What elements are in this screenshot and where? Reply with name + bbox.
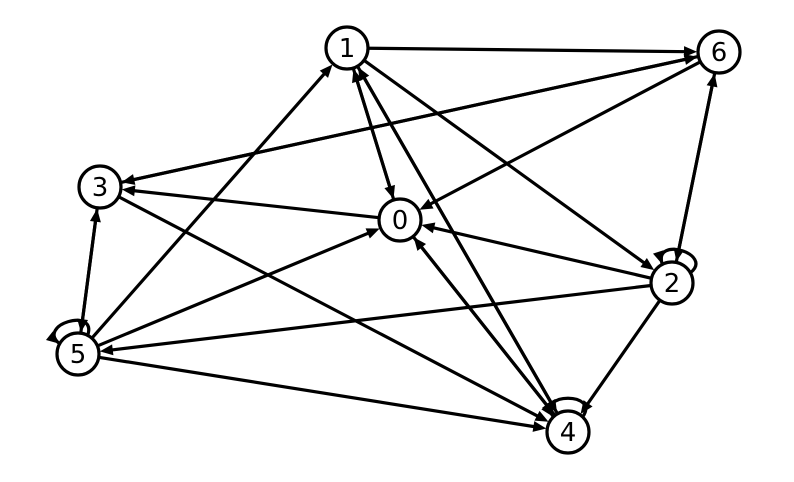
- edge-6-0: [419, 60, 703, 210]
- arrowhead-2-5: [99, 344, 114, 356]
- node-label-3: 3: [92, 173, 109, 203]
- edge-line-3-4: [117, 195, 543, 420]
- node-circle-1: [324, 25, 370, 71]
- edge-line-3-6: [118, 57, 691, 185]
- edge-line-0-3: [129, 188, 381, 220]
- edge-line-4-1: [360, 73, 560, 416]
- edge-4-0: [413, 237, 557, 418]
- edges-layer: [45, 46, 718, 432]
- edge-line-4-0: [417, 242, 557, 418]
- node-circle-5: [55, 331, 101, 377]
- edge-line-2-0: [428, 225, 654, 280]
- edge-1-2: [362, 58, 655, 271]
- node-label-2: 2: [664, 269, 681, 299]
- edge-2-4: [580, 298, 662, 414]
- edge-5-4: [97, 355, 547, 432]
- arrowhead-2-2: [652, 250, 664, 265]
- arrowhead-1-2: [640, 258, 655, 271]
- arrowhead-5-1: [319, 64, 333, 78]
- edge-4-4: [541, 396, 588, 419]
- node-circle-0: [377, 197, 423, 243]
- edge-5-0: [95, 228, 380, 348]
- edge-5-3: [79, 208, 101, 335]
- edge-2-0: [421, 222, 654, 280]
- node-circle-4: [545, 409, 591, 455]
- arrowhead-4-0: [413, 237, 427, 251]
- node-6: 6: [696, 29, 742, 75]
- arrowhead-2-0: [421, 222, 436, 234]
- node-circle-3: [77, 164, 123, 210]
- node-label-5: 5: [70, 340, 87, 370]
- node-1: 1: [324, 25, 370, 71]
- arrowhead-4-4: [541, 403, 554, 417]
- edge-2-5: [99, 283, 653, 356]
- node-label-6: 6: [711, 38, 728, 68]
- edge-5-1: [90, 64, 333, 340]
- node-label-4: 4: [560, 418, 577, 448]
- arrowhead-3-4: [534, 410, 549, 422]
- node-label-1: 1: [339, 34, 356, 64]
- arrowhead-0-3: [121, 185, 136, 197]
- edge-0-1: [352, 69, 396, 202]
- arrowhead-6-0: [419, 198, 434, 210]
- edge-line-1-6: [366, 46, 690, 54]
- node-3: 3: [77, 164, 123, 210]
- node-2: 2: [649, 260, 695, 306]
- arrowhead-3-6: [683, 54, 698, 65]
- arrowhead-5-0: [365, 228, 380, 239]
- node-label-0: 0: [392, 206, 409, 236]
- edge-line-2-6: [674, 80, 715, 265]
- edge-3-6: [118, 54, 698, 185]
- edge-1-6: [366, 46, 698, 58]
- arrowhead-1-6: [683, 46, 698, 58]
- edge-line-0-1: [354, 76, 396, 202]
- edge-line-6-0: [425, 60, 703, 208]
- nodes-layer: 0 1 2 3 4 5 6: [55, 25, 742, 455]
- edge-line-5-1: [90, 69, 329, 340]
- edge-2-2: [652, 247, 698, 275]
- edge-line-2-4: [584, 298, 662, 409]
- arrowhead-2-6: [706, 73, 718, 88]
- edge-line-1-2: [362, 58, 649, 267]
- arrowhead-5-5: [45, 331, 60, 344]
- edge-3-4: [117, 195, 549, 422]
- edge-4-1: [357, 67, 560, 416]
- node-5: 5: [55, 331, 101, 377]
- edge-line-5-4: [97, 355, 539, 429]
- node-0: 0: [377, 197, 423, 243]
- arrowhead-5-3: [89, 208, 101, 223]
- edge-5-5: [45, 318, 91, 346]
- node-4: 4: [545, 409, 591, 455]
- edge-0-3: [121, 185, 381, 220]
- node-circle-6: [696, 29, 742, 75]
- edge-line-5-3: [79, 216, 98, 335]
- node-circle-2: [649, 260, 695, 306]
- edge-2-6: [674, 73, 718, 265]
- arrowhead-5-4: [532, 421, 547, 432]
- edge-line-5-0: [95, 230, 373, 348]
- edge-line-2-5: [107, 283, 653, 352]
- arrowhead-4-1: [357, 67, 370, 82]
